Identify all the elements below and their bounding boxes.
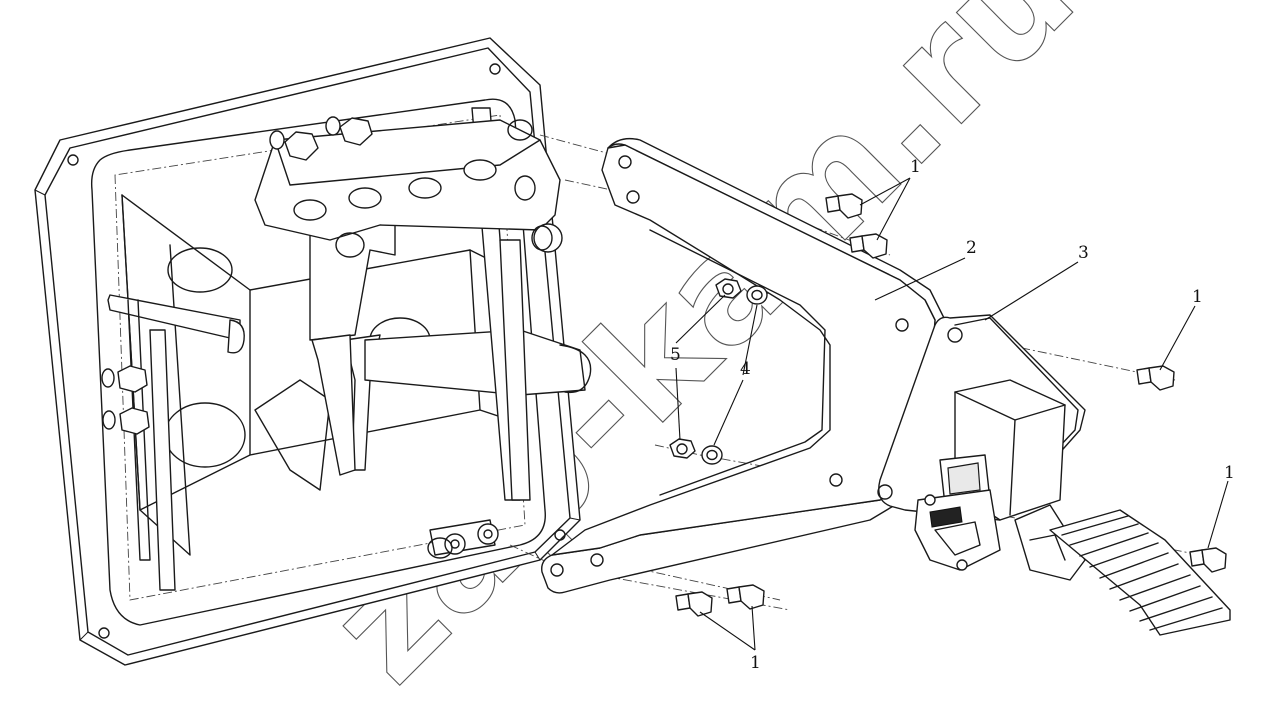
callout-washer: 4 <box>740 359 751 379</box>
callouts: 1 2 3 1 5 4 1 1 <box>670 157 1235 673</box>
callout-bolt-right-upper: 1 <box>1192 287 1203 307</box>
bolt-top-a <box>825 193 863 219</box>
callout-bolts-top: 1 <box>910 157 921 177</box>
washer-lower <box>701 445 723 465</box>
nuts-and-washers <box>669 278 768 465</box>
nut-upper <box>715 278 742 299</box>
bolt-bottom-b <box>726 584 765 610</box>
callout-nut: 5 <box>670 345 681 365</box>
bolt-right-upper <box>1136 365 1175 391</box>
callout-bracket: 2 <box>966 238 977 258</box>
bracket-part-2 <box>541 137 946 594</box>
bolt-right-lower <box>1189 547 1227 573</box>
bolts <box>675 193 1227 617</box>
callout-bolts-bottom: 1 <box>750 653 761 673</box>
callout-bolt-right-lower: 1 <box>1224 463 1235 483</box>
leader-lines <box>675 177 1229 651</box>
bolt-top-b <box>849 233 888 259</box>
bolt-bottom-a <box>675 591 713 617</box>
pedal-mount-part-3 <box>877 314 1231 636</box>
nut-lower <box>669 438 696 459</box>
mounting-plate <box>34 37 592 666</box>
washer-upper <box>746 285 768 305</box>
callout-pedal-mount: 3 <box>1078 243 1089 263</box>
